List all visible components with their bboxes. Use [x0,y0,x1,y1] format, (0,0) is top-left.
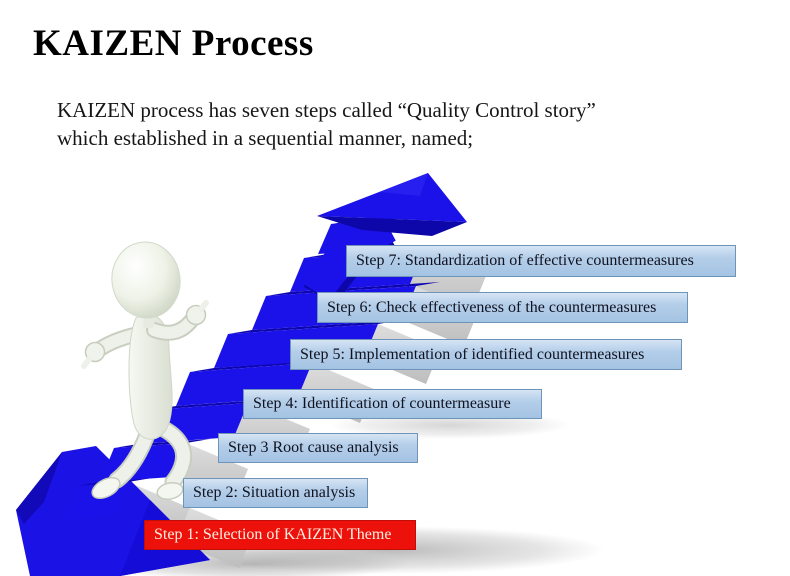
step-1-label: Step 1: Selection of KAIZEN Theme [154,526,392,543]
step-2-box: Step 2: Situation analysis [183,478,368,508]
climbing-figure [81,241,209,501]
step-7-box: Step 7: Standardization of effective cou… [346,245,736,277]
intro-text: KAIZEN process has seven steps called “Q… [57,96,596,152]
step-3-label: Step 3 Root cause analysis [228,439,399,456]
step-7-label: Step 7: Standardization of effective cou… [356,252,694,269]
intro-line-1: KAIZEN process has seven steps called “Q… [57,98,596,122]
step-6-box: Step 6: Check effectiveness of the count… [317,292,688,323]
step-3-box: Step 3 Root cause analysis [218,433,418,463]
step-4-label: Step 4: Identification of countermeasure [253,395,511,412]
step-5-label: Step 5: Implementation of identified cou… [300,345,645,363]
step-2-label: Step 2: Situation analysis [193,484,356,501]
step-4-box: Step 4: Identification of countermeasure [243,389,542,419]
intro-line-2: which established in a sequential manner… [57,126,474,150]
step-6-label: Step 6: Check effectiveness of the count… [327,298,657,316]
step-5-box: Step 5: Implementation of identified cou… [290,339,682,370]
step-1-box-highlighted: Step 1: Selection of KAIZEN Theme [144,520,416,550]
page-title: KAIZEN Process [33,23,314,64]
